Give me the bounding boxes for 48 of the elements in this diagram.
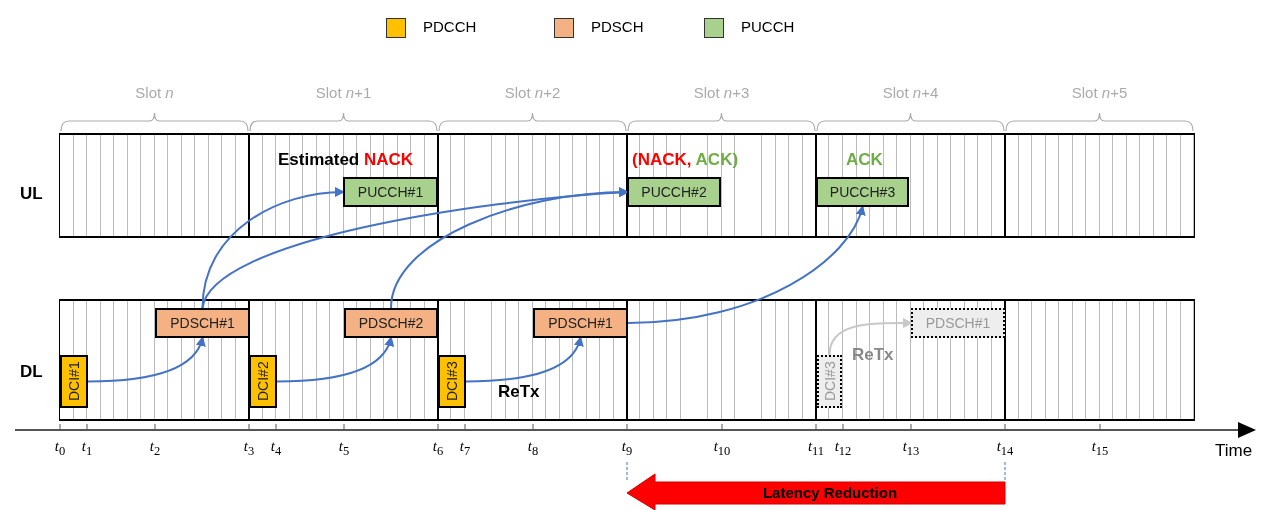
row-label: UL (20, 184, 43, 204)
pucch-box: PUCCH#1 (343, 177, 438, 207)
edge-label: ReTx (498, 382, 540, 402)
arrow (465, 336, 583, 383)
tick-label: t$_{5}$ (337, 438, 351, 459)
pucch-box: PUCCH#2 (627, 177, 721, 207)
slot-label: Slot n+5 (1070, 84, 1129, 101)
tick-label: t$_{1}$ (80, 438, 94, 459)
tick-label: t$_{8}$ (526, 438, 540, 459)
arrow (87, 336, 205, 383)
tick-label: t$_{6}$ (431, 438, 445, 459)
slot-label: Slot n+4 (881, 84, 940, 101)
dci-box: DCI#3 (438, 355, 466, 408)
tick-label: t$_{2}$ (148, 438, 162, 459)
arrow (627, 205, 865, 324)
tick-label: t$_{4}$ (269, 438, 283, 459)
legend-text: PUCCH (741, 18, 795, 35)
slot-label: Slot n+3 (692, 84, 751, 101)
pdsch-box: PDSCH#1 (155, 308, 250, 338)
axis-label: Time (1215, 441, 1253, 461)
tick-label: t$_{9}$ (620, 438, 634, 459)
pdsch-box: PDSCH#1 (911, 308, 1005, 338)
arrow-label: Latency Reduction (761, 484, 899, 501)
slot-label: Slot n+1 (314, 84, 373, 101)
slot-label: Slot n+2 (503, 84, 562, 101)
tick-label: t$_{10}$ (712, 438, 732, 459)
tick-label: t$_{11}$ (806, 438, 826, 459)
tick-label: t$_{12}$ (833, 438, 853, 459)
row-label: DL (20, 362, 43, 382)
arrow (276, 336, 394, 383)
pdsch-box: PDSCH#2 (344, 308, 438, 338)
status-annotation: (NACK, ACK) (632, 150, 739, 170)
tick-label: t$_{13}$ (901, 438, 921, 459)
pucch-box: PUCCH#3 (816, 177, 909, 207)
dci-box: DCI#1 (60, 355, 88, 408)
legend-text: PDSCH (591, 18, 644, 35)
dci-box: DCI#3 (817, 355, 842, 408)
tick-label: t$_{14}$ (995, 438, 1015, 459)
legend-text: PDCCH (423, 18, 477, 35)
status-annotation: Estimated NACK (278, 150, 414, 170)
tick-label: t$_{3}$ (242, 438, 256, 459)
tick-label: t$_{7}$ (458, 438, 472, 459)
dci-box: DCI#2 (249, 355, 277, 408)
status-annotation: ACK (846, 150, 883, 170)
tick-label: t$_{15}$ (1090, 438, 1110, 459)
pdsch-box: PDSCH#1 (533, 308, 628, 338)
slot-label: Slot n (134, 84, 175, 101)
tick-label: t$_{0}$ (53, 438, 67, 459)
